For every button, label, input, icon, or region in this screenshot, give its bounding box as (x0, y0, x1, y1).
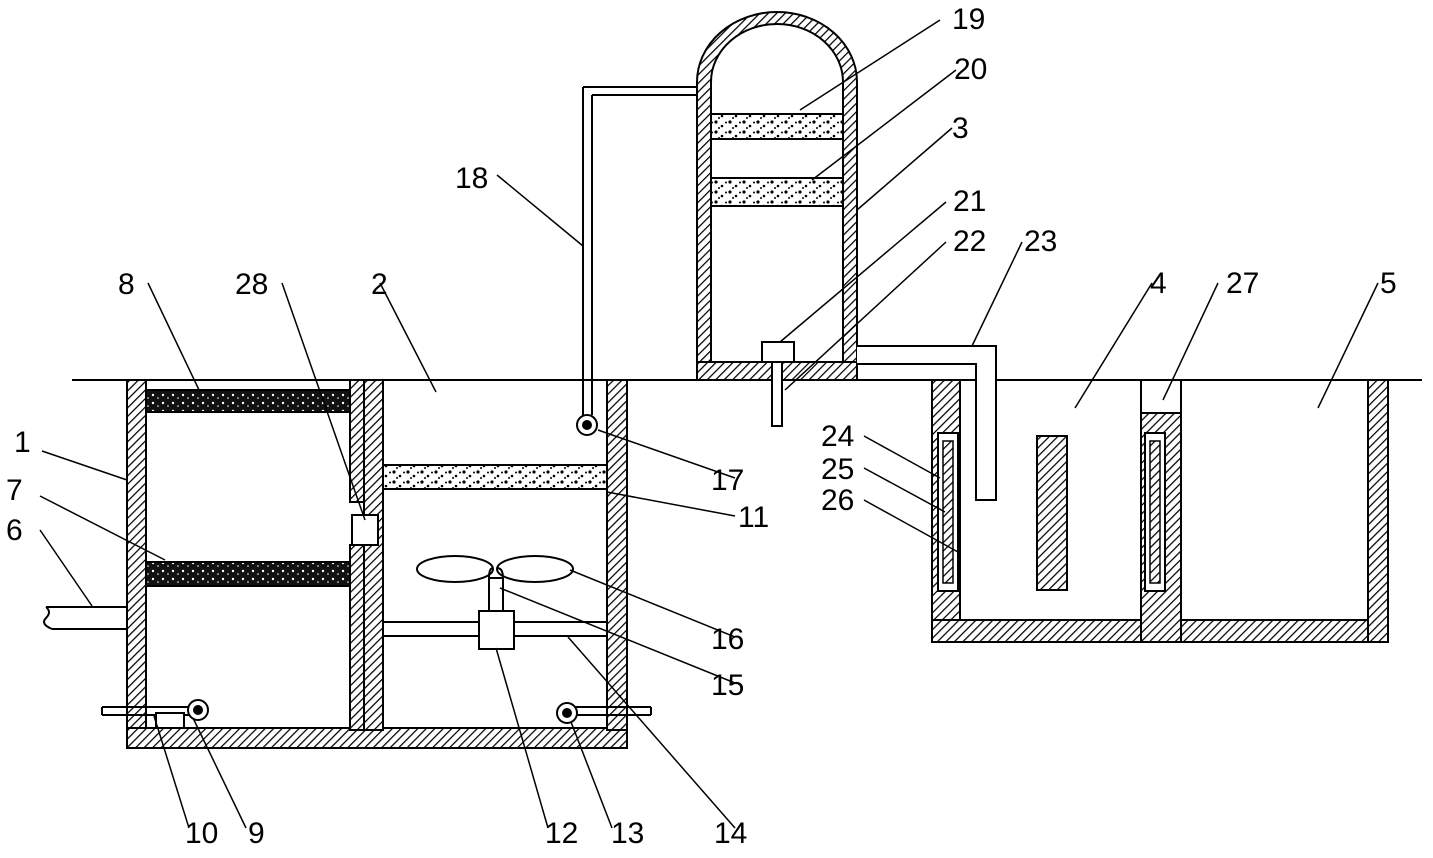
drain-22 (771, 361, 783, 427)
label-28: 28 (235, 268, 268, 301)
label-22: 22 (953, 225, 986, 258)
label-10: 10 (185, 817, 218, 850)
pump-9 (187, 699, 209, 721)
motor-12 (478, 610, 515, 650)
label-7: 7 (6, 474, 23, 507)
valve-21 (761, 341, 795, 363)
filter-layer-7 (145, 561, 351, 587)
label-11: 11 (738, 501, 769, 534)
label-17: 17 (711, 464, 744, 497)
electrode-4 (1036, 435, 1068, 591)
label-24: 24 (821, 420, 854, 453)
label-6: 6 (6, 514, 23, 547)
pump-13 (556, 702, 652, 724)
pipe-18 (582, 86, 712, 415)
pump-17 (576, 414, 598, 436)
label-12: 12 (545, 817, 578, 850)
label-18: 18 (455, 162, 488, 195)
opening-27 (1140, 379, 1182, 414)
shaft-15 (488, 577, 504, 612)
filter-layer-19 (710, 113, 844, 140)
label-26: 26 (821, 484, 854, 517)
membrane-right (1144, 432, 1166, 592)
label-5: 5 (1380, 267, 1397, 300)
leader-lines (39, 19, 1379, 829)
label-19: 19 (952, 3, 985, 36)
label-16: 16 (711, 623, 744, 656)
label-25: 25 (821, 453, 854, 486)
label-4: 4 (1150, 267, 1167, 300)
filter-layer-11 (382, 464, 608, 490)
pipe-23 (857, 345, 997, 501)
filter-layer-8 (145, 389, 351, 413)
label-3: 3 (952, 112, 969, 145)
label-23: 23 (1024, 225, 1057, 258)
stirring-blades-16 (416, 555, 574, 583)
inlet-pipe-6 (43, 606, 127, 630)
label-20: 20 (954, 53, 987, 86)
membrane-24-25-26 (937, 432, 959, 592)
drain-pipe-10 (101, 706, 196, 729)
label-8: 8 (118, 268, 135, 301)
label-9: 9 (248, 817, 265, 850)
filter-layer-20 (710, 177, 844, 207)
label-15: 15 (711, 669, 744, 702)
label-21: 21 (953, 185, 986, 218)
label-14: 14 (714, 817, 747, 850)
label-13: 13 (611, 817, 644, 850)
tank-4 (931, 379, 1389, 643)
label-27: 27 (1226, 267, 1259, 300)
label-1: 1 (14, 426, 31, 459)
label-2: 2 (371, 268, 388, 301)
